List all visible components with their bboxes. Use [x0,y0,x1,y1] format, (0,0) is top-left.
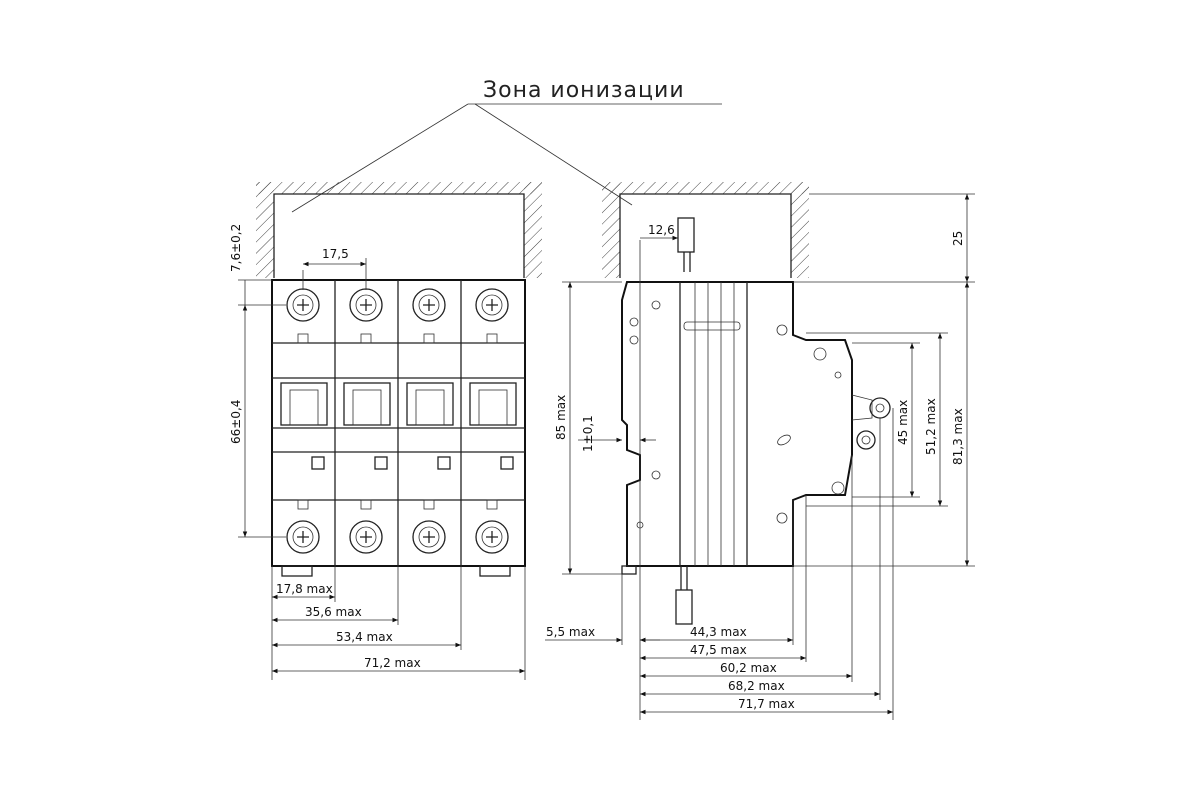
front-indicators [311,456,514,470]
bottom-wire [675,566,693,625]
front-din-clips [281,565,511,577]
dim-overall-height: 85 max [554,395,568,440]
side-dimensions: 25 12,6 85 max 1±0,1 45 max 51,2 max [545,193,975,720]
dim-pitch: 17,5 [322,247,349,261]
side-view: 25 12,6 85 max 1±0,1 45 max 51,2 max [545,182,975,720]
dim-offset: 1±0,1 [581,415,595,452]
dim-terminal: 12,6 [648,223,675,237]
top-wire [677,217,695,272]
dim-height: 66±0,4 [229,400,243,444]
leader-left [291,103,469,213]
dim-h51: 51,2 max [924,398,938,455]
dim-top-clearance: 25 [951,231,965,246]
dim-w4: 71,2 max [364,656,421,670]
dim-w1: 17,8 max [276,582,333,596]
front-ionization-zone [256,182,542,278]
title-text: Зона ионизации [483,78,685,103]
dim-w3: 53,4 max [336,630,393,644]
dim-d602: 60,2 max [720,661,777,675]
dim-h81: 81,3 max [951,408,965,465]
front-toggles [280,382,517,426]
front-dimensions: 17,5 7,6±0,2 66±0,4 17,8 max 35,6 max 53… [229,224,526,680]
side-body [621,281,891,575]
side-ionization-zone [602,182,809,278]
dim-d682: 68,2 max [728,679,785,693]
front-bottom-terminals [286,499,509,554]
dim-h45: 45 max [896,400,910,445]
dim-w2: 35,6 max [305,605,362,619]
dim-d475: 47,5 max [690,643,747,657]
dim-d443: 44,3 max [690,625,747,639]
front-view: 17,5 7,6±0,2 66±0,4 17,8 max 35,6 max 53… [229,182,542,680]
front-top-terminals [286,288,509,344]
dim-d55: 5,5 max [546,625,595,639]
dim-top-offset: 7,6±0,2 [229,224,243,272]
ionization-zone-label: Зона ионизации [291,78,722,213]
dim-d717: 71,7 max [738,697,795,711]
